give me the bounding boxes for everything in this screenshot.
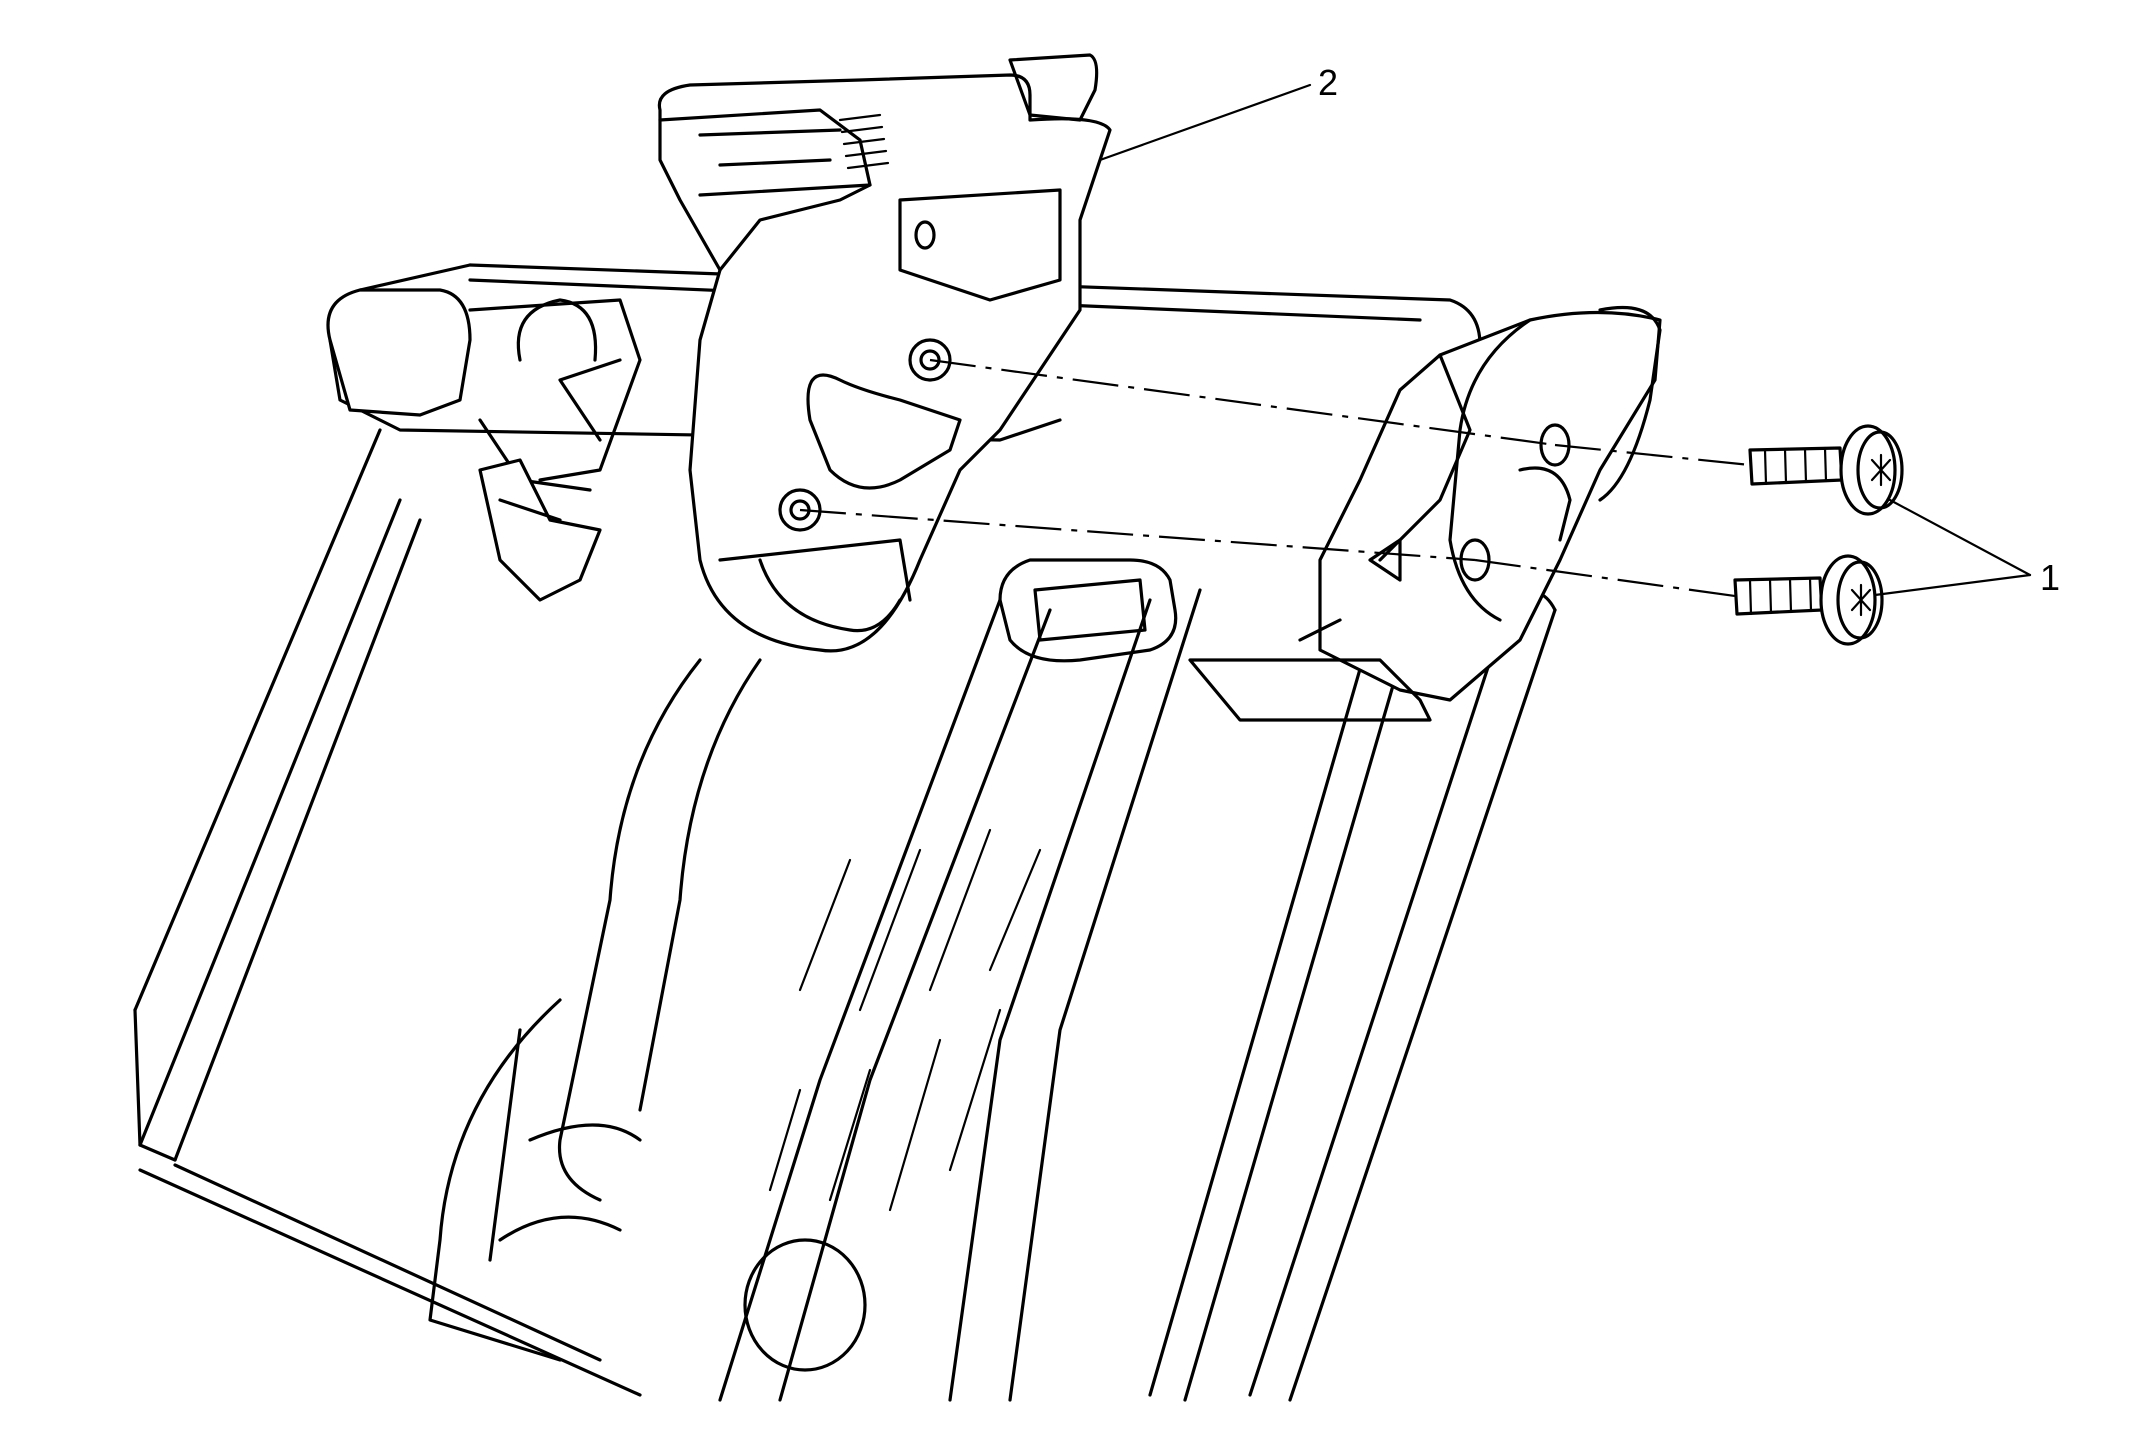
- alignment-lines: [799, 358, 1751, 598]
- callout-label-2: 2: [1318, 62, 1338, 103]
- left-bracket: [326, 288, 642, 602]
- screw-upper: [1748, 424, 1904, 516]
- callout-label-1: 1: [2040, 557, 2060, 598]
- seat-back-latch-assembly: [657, 53, 1112, 653]
- right-hinge-bracket: [1188, 305, 1662, 722]
- screw-lower: [1733, 554, 1884, 646]
- callout-leaders: [1098, 83, 2032, 597]
